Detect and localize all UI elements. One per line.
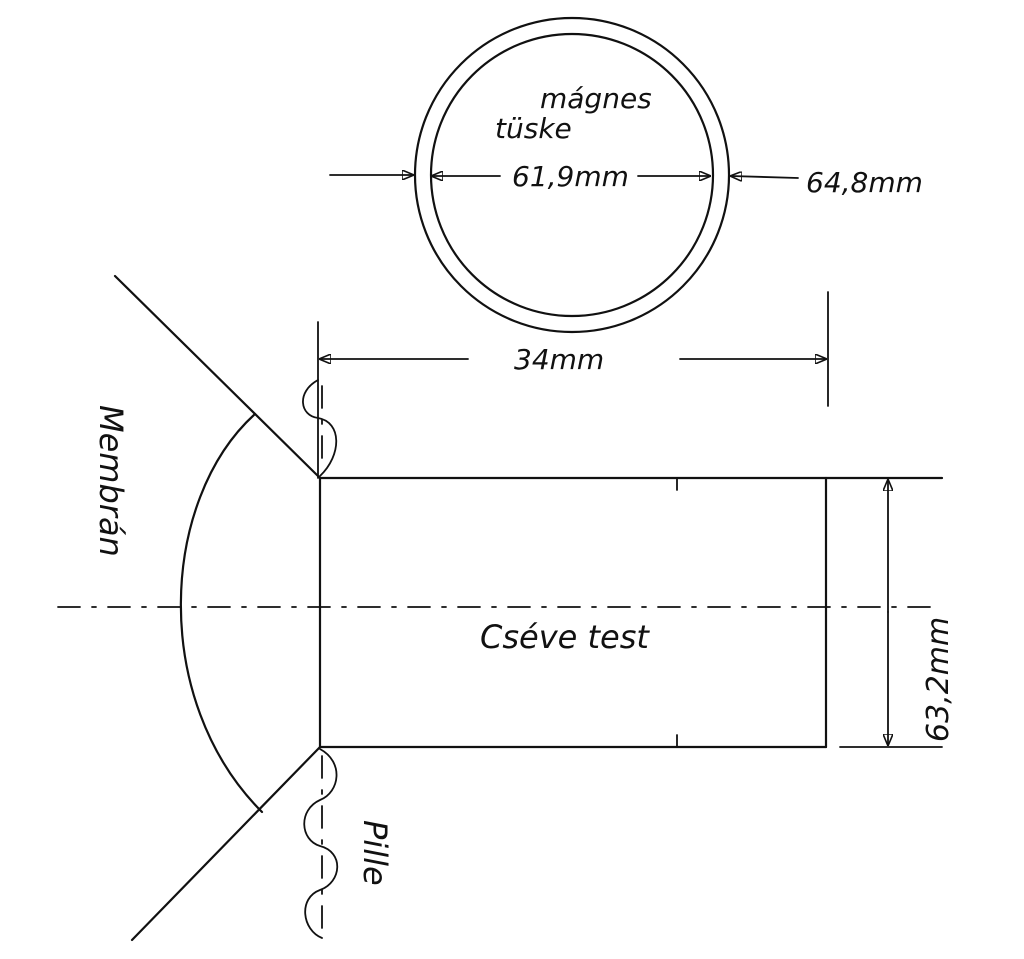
label-pille: Pille <box>356 820 394 886</box>
label-tuske: tüske <box>495 112 572 145</box>
wave-upper <box>302 379 338 477</box>
cone-upper-line <box>113 274 322 480</box>
membrane <box>113 274 322 942</box>
outer-dim-right-leader <box>731 176 799 178</box>
label-membran: Membrán <box>92 405 130 557</box>
wave-lower <box>303 748 339 939</box>
diameter-body-label: 63,2mm <box>921 617 956 742</box>
membrane-arc <box>179 412 264 814</box>
length-label: 34mm <box>514 343 604 376</box>
ring-view <box>329 16 799 334</box>
length-dimension <box>317 291 829 479</box>
pille-waves <box>302 379 339 939</box>
label-magnes: mágnes <box>540 82 652 115</box>
inner-diameter-label: 61,9mm <box>512 160 629 193</box>
body-label: Cséve test <box>480 618 650 656</box>
cone-lower-line <box>130 745 322 942</box>
outer-diameter-label: 64,8mm <box>806 166 923 199</box>
outer-circle <box>413 16 731 334</box>
body-rectangle <box>318 476 944 749</box>
